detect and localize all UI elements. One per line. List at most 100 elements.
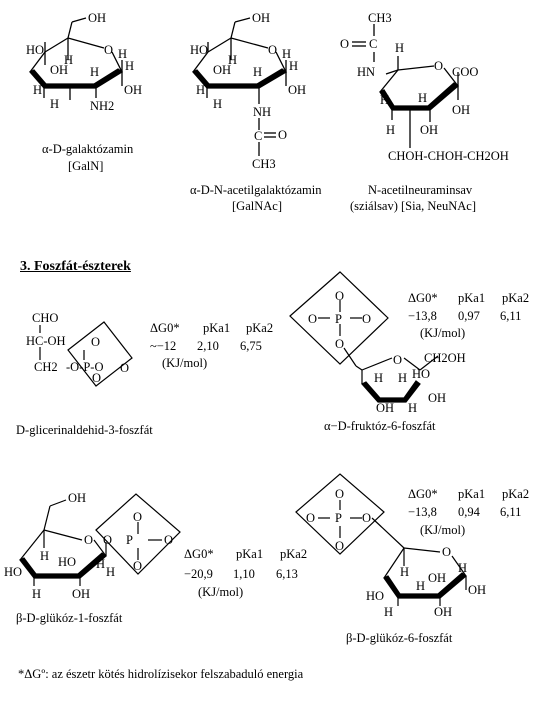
f6p-pka1-value: 0,97 bbox=[458, 309, 480, 323]
atom-label: H bbox=[374, 371, 384, 385]
g1p-pka2-value: 6,13 bbox=[276, 567, 298, 581]
atom-label: O bbox=[278, 128, 288, 142]
atom-label: OH bbox=[428, 391, 447, 405]
atom-label: O bbox=[164, 533, 174, 547]
gap-pka2-value: 6,75 bbox=[240, 339, 262, 353]
atom-label: H bbox=[418, 91, 428, 105]
atom-label: OH bbox=[124, 83, 143, 97]
atom-label: CHOH-CHOH-CH2OH bbox=[388, 149, 509, 163]
g1p-dg-label: ΔG0* bbox=[184, 547, 214, 561]
atom-label: COO bbox=[452, 65, 479, 79]
atom-label: OH bbox=[213, 63, 232, 77]
atom-label: O bbox=[104, 43, 114, 57]
atom-label: OH bbox=[452, 103, 471, 117]
atom-label: O bbox=[434, 59, 444, 73]
atom-label: P bbox=[126, 533, 133, 547]
atom-label: P bbox=[335, 312, 342, 326]
sia-abbr: (sziálsav) [Sia, NeuNAc] bbox=[350, 199, 476, 213]
atom-label: H bbox=[32, 587, 42, 601]
atom-label: CH2 bbox=[34, 360, 58, 374]
g1p-pka2-label: pKa2 bbox=[280, 547, 308, 561]
atom-label: O bbox=[306, 511, 316, 525]
atom-label: H bbox=[289, 59, 299, 73]
f6p-pka2-value: 6,11 bbox=[500, 309, 522, 323]
atom-label: CH2OH bbox=[424, 351, 466, 365]
atom-label: H bbox=[253, 65, 263, 79]
atom-label: HO bbox=[26, 43, 45, 57]
g6p-pka1-label: pKa1 bbox=[458, 487, 486, 501]
gap-pka1-label: pKa1 bbox=[203, 321, 231, 335]
galnac-abbr: [GalNAc] bbox=[232, 199, 282, 213]
section-heading: 3. Foszfát-észterek bbox=[20, 259, 131, 274]
atom-label: H bbox=[106, 565, 116, 579]
atom-label: H bbox=[50, 97, 60, 111]
footnote: *ΔGº: az észetr kötés hidrolízisekor fel… bbox=[18, 667, 304, 681]
atom-label: H bbox=[384, 605, 394, 619]
atom-label: H bbox=[196, 83, 206, 97]
g6p-pka1-value: 0,94 bbox=[458, 505, 480, 519]
atom-label: OH bbox=[252, 11, 271, 25]
galn-name: α-D-galaktózamin bbox=[42, 142, 134, 156]
galnac-name: α-D-N-acetilgalaktózamin bbox=[190, 183, 322, 197]
g1p-unit: (KJ/mol) bbox=[198, 585, 244, 599]
atom-label: H bbox=[228, 53, 238, 67]
atom-label: O bbox=[308, 312, 318, 326]
atom-label: OH bbox=[420, 123, 439, 137]
atom-label: O bbox=[268, 43, 278, 57]
gap-dg-value: ~−12 bbox=[150, 339, 177, 353]
atom-label: OH bbox=[376, 401, 395, 415]
atom-label: HO bbox=[190, 43, 209, 57]
sia-name: N-acetilneuraminsav bbox=[368, 183, 473, 197]
g6p-pka2-value: 6,11 bbox=[500, 505, 522, 519]
atom-label: CHO bbox=[32, 311, 59, 325]
atom-label: H bbox=[395, 41, 405, 55]
gap-unit: (KJ/mol) bbox=[162, 356, 208, 370]
atom-label: P bbox=[335, 511, 342, 525]
atom-label: H bbox=[64, 53, 74, 67]
atom-label: CH3 bbox=[252, 157, 276, 171]
g6p-unit: (KJ/mol) bbox=[420, 523, 466, 537]
atom-label: O bbox=[335, 539, 345, 553]
atom-label: H bbox=[416, 579, 426, 593]
atom-label: OH bbox=[72, 587, 91, 601]
atom-label: O bbox=[442, 545, 452, 559]
atom-label: HO bbox=[412, 367, 431, 381]
gap-dg-label: ΔG0* bbox=[150, 321, 180, 335]
g1p-pka1-value: 1,10 bbox=[233, 567, 255, 581]
f6p-dg-value: −13,8 bbox=[408, 309, 437, 323]
f6p-pka1-label: pKa1 bbox=[458, 291, 486, 305]
atom-label: H bbox=[380, 93, 390, 107]
atom-label: OH bbox=[468, 583, 487, 597]
atom-label: OH bbox=[88, 11, 107, 25]
atom-label: -O-P-O bbox=[66, 360, 104, 374]
g6p-dg-label: ΔG0* bbox=[408, 487, 438, 501]
atom-label: H bbox=[282, 47, 292, 61]
f6p-dg-label: ΔG0* bbox=[408, 291, 438, 305]
atom-label: O bbox=[362, 511, 372, 525]
atom-label: C bbox=[254, 129, 263, 143]
atom-label: HN bbox=[357, 65, 376, 79]
atom-label: H bbox=[408, 401, 418, 415]
atom-label: O bbox=[91, 335, 101, 349]
atom-label: H bbox=[96, 557, 106, 571]
glucose6p-name: β-D-glükóz-6-foszfát bbox=[346, 631, 453, 645]
atom-label: O bbox=[335, 289, 345, 303]
atom-label: OH bbox=[434, 605, 453, 619]
atom-label: O bbox=[340, 37, 350, 51]
atom-label: OH bbox=[50, 63, 69, 77]
atom-label: NH bbox=[253, 105, 272, 119]
atom-label: H bbox=[118, 47, 128, 61]
atom-label: H bbox=[213, 97, 223, 111]
atom-label: O bbox=[84, 533, 94, 547]
atom-label: HO bbox=[58, 555, 77, 569]
atom-label: H bbox=[40, 549, 50, 563]
glucose1p-name: β-D-glükóz-1-foszfát bbox=[16, 611, 123, 625]
gap-pka1-value: 2,10 bbox=[197, 339, 219, 353]
atom-label: H bbox=[400, 565, 410, 579]
atom-label: OH bbox=[288, 83, 307, 97]
atom-label: HO bbox=[366, 589, 385, 603]
atom-label: H bbox=[398, 371, 408, 385]
